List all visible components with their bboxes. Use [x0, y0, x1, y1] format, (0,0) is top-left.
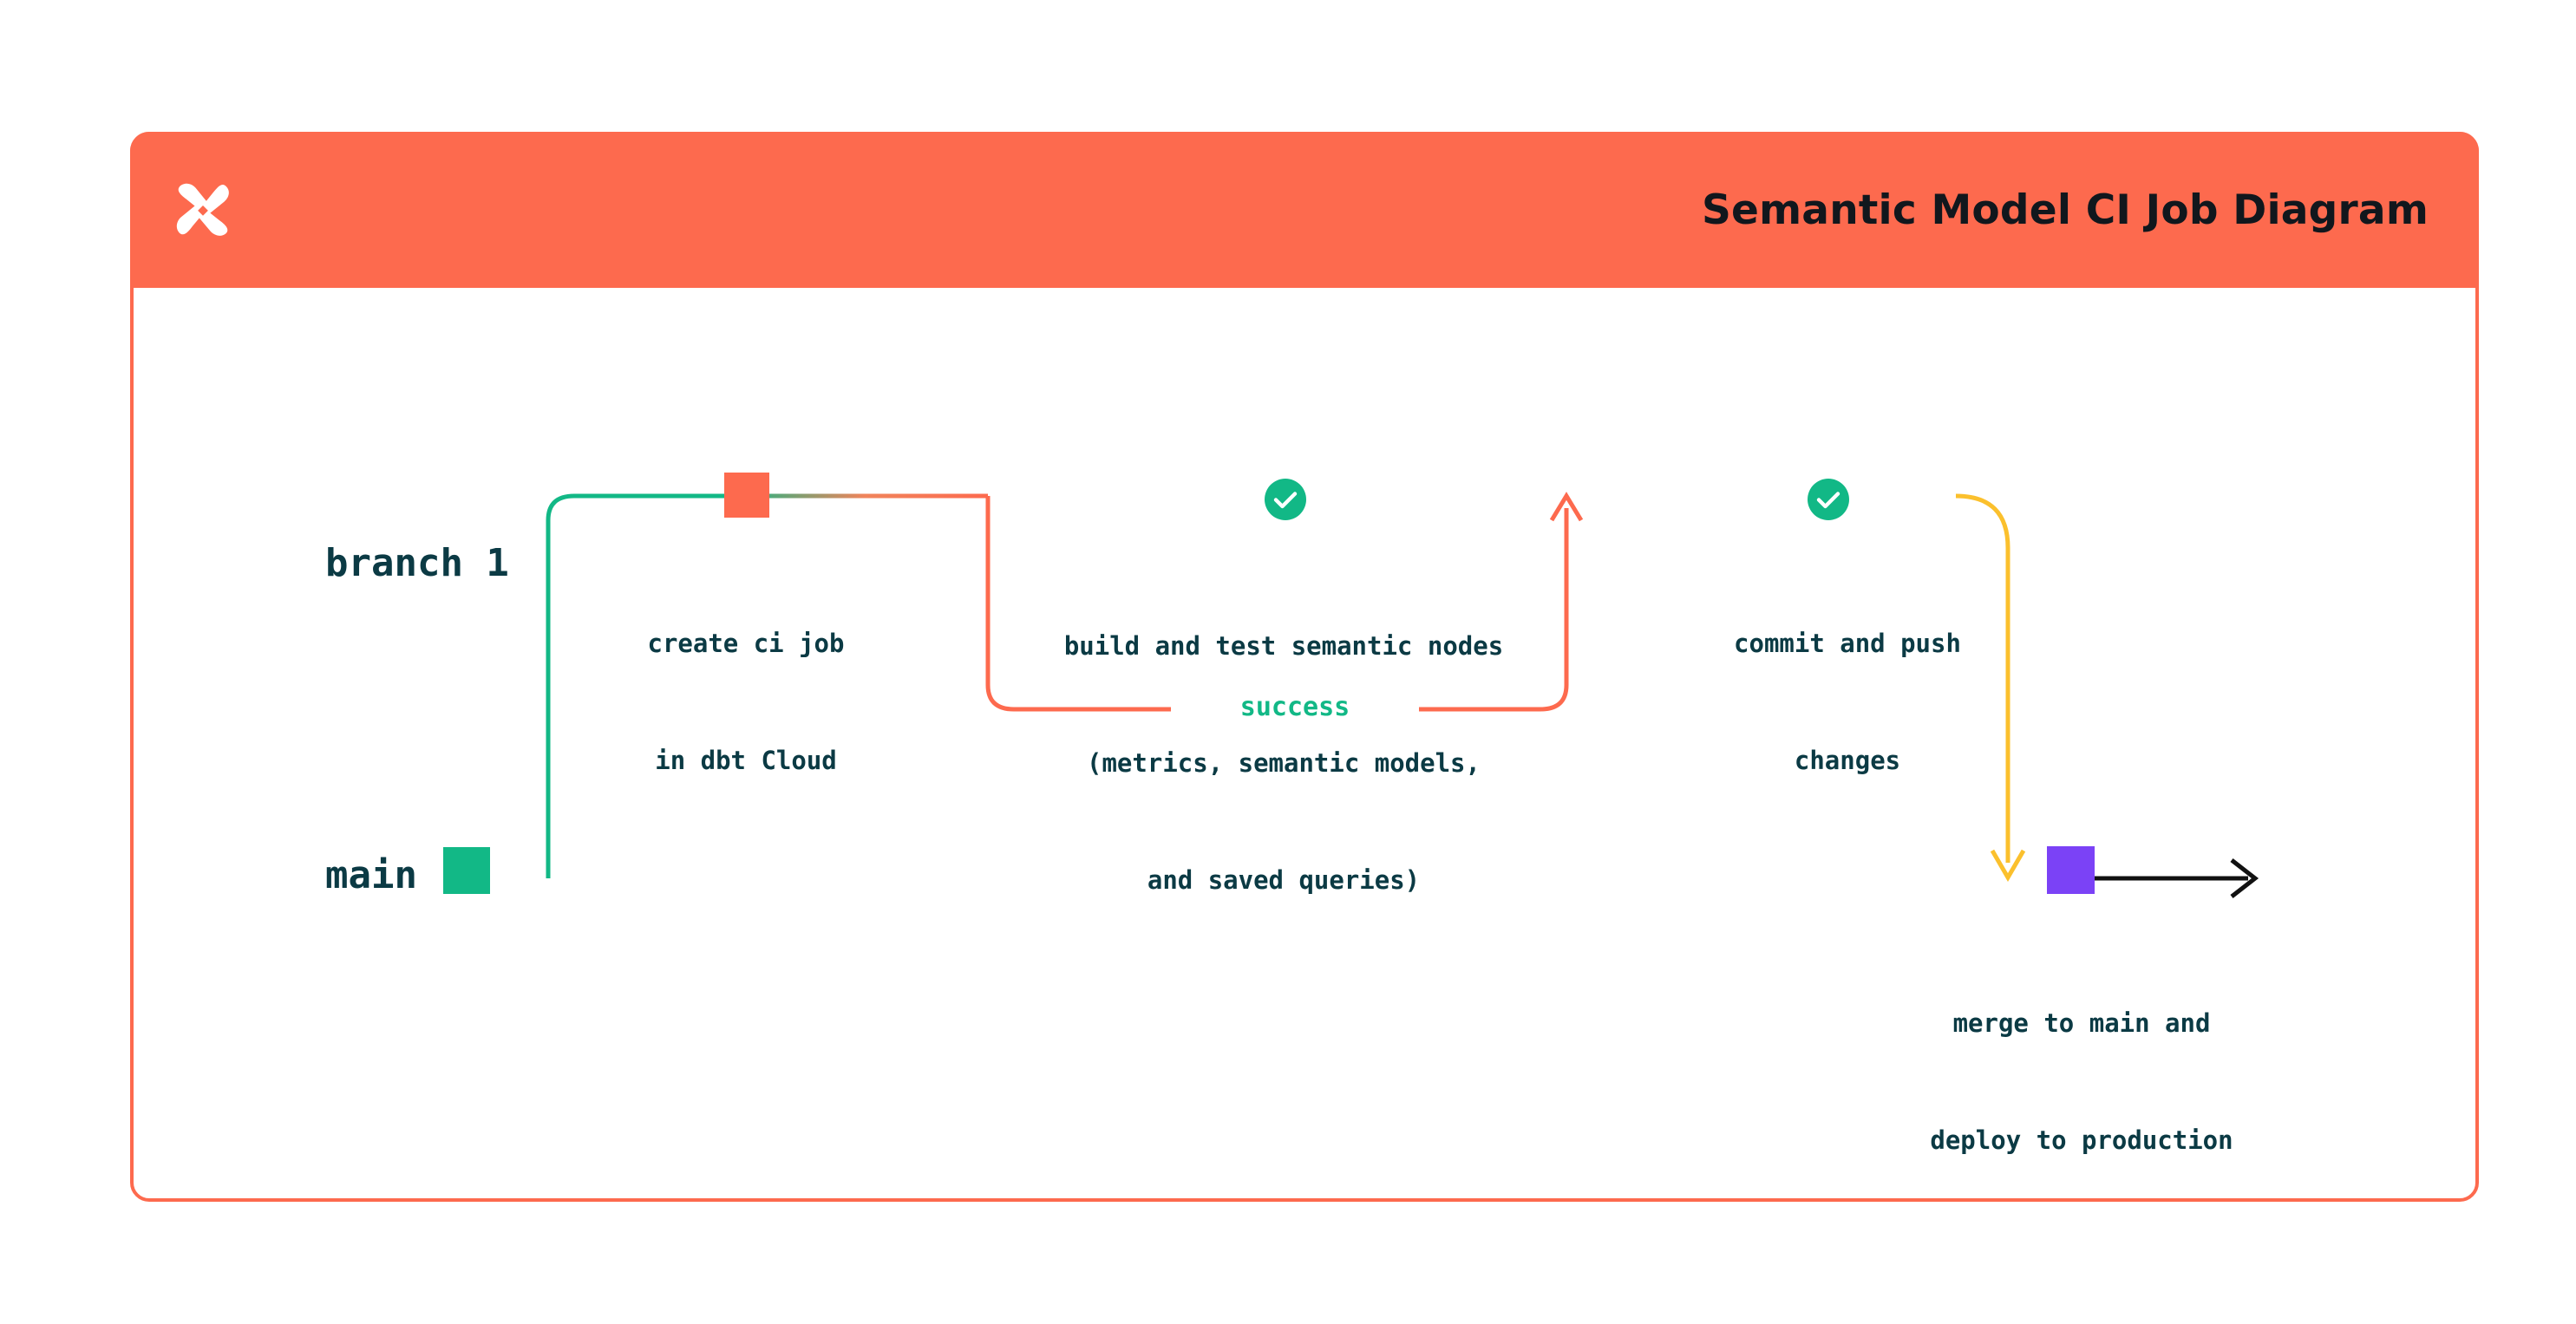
caption-line: (metrics, semantic models,	[1087, 747, 1481, 778]
commit-marker-create-ci-job[interactable]	[724, 473, 769, 518]
caption-line: build and test semantic nodes	[1063, 630, 1504, 661]
dbt-logo-icon	[167, 173, 239, 246]
caption-line: in dbt Cloud	[655, 745, 837, 775]
caption-line: changes	[1794, 745, 1901, 775]
node-caption-build-test: build and test semantic nodes (metrics, …	[937, 549, 1631, 938]
caption-line: merge to main and	[1952, 1008, 2211, 1038]
commit-marker-merge-deploy[interactable]	[2047, 846, 2095, 894]
node-caption-create-ci-job: create ci job in dbt Cloud	[538, 546, 954, 819]
page-title: Semantic Model CI Job Diagram	[1701, 186, 2429, 234]
check-circle-icon-commit-push[interactable]	[1808, 479, 1849, 520]
caption-line: and saved queries)	[1147, 864, 1421, 895]
caption-line: create ci job	[647, 628, 845, 658]
node-caption-commit-push: commit and push changes	[1639, 546, 2056, 819]
check-circle-icon-build-test[interactable]	[1265, 479, 1306, 520]
caption-line: commit and push	[1734, 628, 1961, 658]
lane-label-branch1: branch 1	[325, 541, 509, 585]
node-caption-merge-deploy: merge to main and deploy to production	[1839, 926, 2324, 1199]
caption-line: deploy to production	[1930, 1125, 2233, 1155]
edge-label-success: success	[1171, 692, 1419, 722]
lane-label-main: main	[325, 853, 417, 897]
card-header: Semantic Model CI Job Diagram	[130, 132, 2479, 288]
commit-marker-main-start[interactable]	[443, 847, 490, 894]
diagram-card: Semantic Model CI Job Diagram	[130, 132, 2479, 1202]
